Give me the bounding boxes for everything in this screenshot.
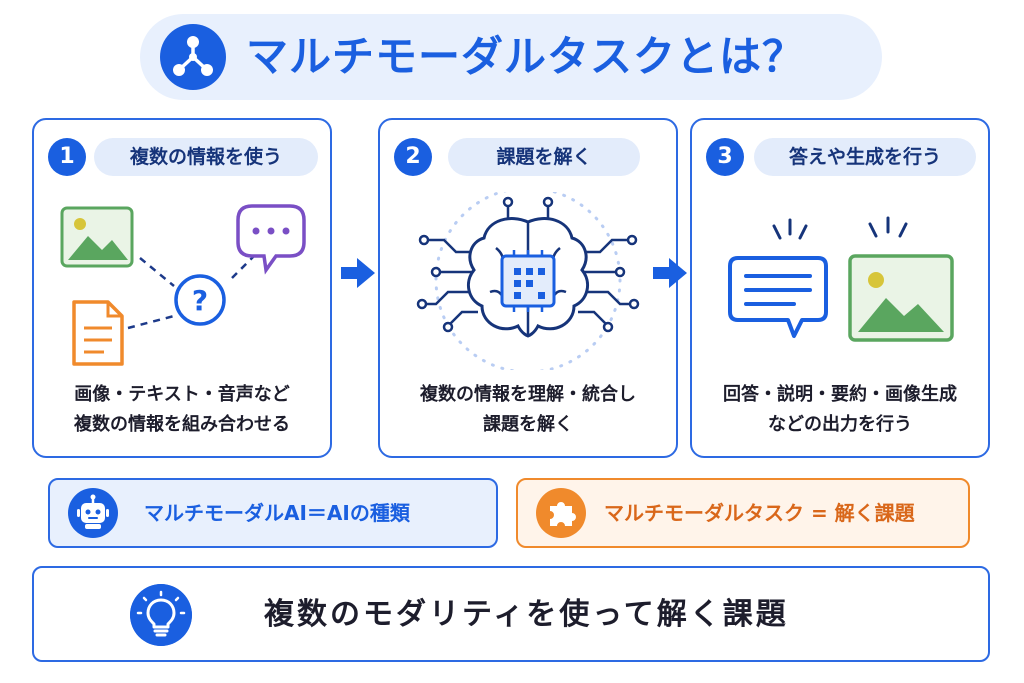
step-desc-2-line2: 課題を解く [483,414,573,435]
step-desc-1-line2: 複数の情報を組み合わせる [74,414,290,435]
step-number-3: 3 [706,138,744,176]
arrow-right-icon [341,258,375,288]
step-desc-2-line1: 複数の情報を理解・統合し [420,384,636,405]
ai-brain-chip-icon [416,192,640,370]
step-desc-3-line1: 回答・説明・要約・画像生成 [723,384,957,405]
step1-illustration: ? [60,204,306,366]
task-type-text: マルチモーダルタスク = 解く課題 [604,501,915,525]
image-icon [60,206,134,268]
title-banner [140,14,882,100]
step-number-1: 1 [48,138,86,176]
image-icon [848,216,954,342]
step-desc-1-line1: 画像・テキスト・音声など [74,384,290,405]
puzzle-icon [536,488,586,538]
step-label-1: 複数の情報を使う [94,138,318,176]
step-number-2: 2 [394,138,432,176]
svg-text:?: ? [192,284,208,317]
question-icon: ? [174,274,226,326]
step-label-2: 課題を解く [448,138,640,176]
ai-type-text: マルチモーダルAI＝AIの種類 [144,501,410,525]
chat-bubble-icon [236,204,306,275]
page-title: マルチモーダルタスクとは？ [246,32,806,81]
share-nodes-icon [160,24,226,90]
step-label-3: 答えや生成を行う [754,138,976,176]
document-icon [72,300,124,366]
lightbulb-icon [130,584,192,646]
task-type-pill [516,478,970,548]
ai-type-pill [48,478,498,548]
arrow-right-icon [653,258,687,288]
summary-text: 複数のモダリティを使って解く課題 [264,597,789,632]
step-desc-3-line2: などの出力を行う [768,414,912,435]
message-icon [728,218,828,338]
step3-illustration [728,216,954,342]
robot-icon [68,488,118,538]
